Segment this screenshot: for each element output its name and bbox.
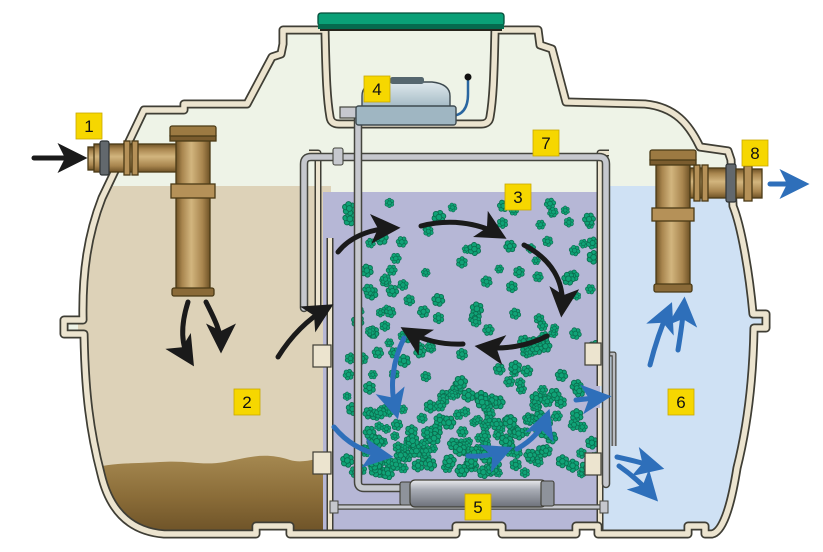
inlet-pipe [87,125,217,297]
callout-6-number: 6 [676,393,685,412]
aeration-flow-arrow-icon [465,444,513,473]
settle-down-arrow-icon [203,299,236,354]
callout-7: 7 [532,129,560,157]
transfer-up-arrow-icon [275,304,334,360]
circulation-arrow-icon [474,333,550,365]
callouts: 1 2 3 4 5 6 7 8 [75,75,769,521]
callout-3-number: 3 [513,188,522,207]
outlet-pipe [649,149,763,293]
circulation-arrow-icon [521,242,580,318]
media-particle-icon [555,454,570,469]
callout-3: 3 [504,183,532,211]
callout-6: 6 [667,388,695,416]
callout-4: 4 [363,75,391,103]
flow-arrows [31,143,810,502]
settle-down-arrow-icon [165,299,194,367]
pipe-union [332,147,344,166]
access-lid [317,12,505,31]
blower-base [355,105,457,126]
circulation-arrow-icon [335,213,401,255]
callout-1: 1 [75,112,103,140]
inlet-seal [99,140,110,176]
aeration-flow-arrow-icon [375,335,407,420]
sludge-layer [78,455,331,532]
media-particle-icon [379,320,391,332]
air-pipework [299,108,611,514]
callout-8: 8 [741,139,769,167]
circulation-arrow-icon [400,327,466,356]
media-particle-icon [572,291,582,301]
callout-2-number: 2 [242,393,251,412]
port-flow-arrow-icon [573,384,612,415]
media-particle-icon [421,426,434,440]
callout-8-number: 8 [750,144,759,163]
callout-2: 2 [233,388,261,416]
callout-5-number: 5 [473,498,482,517]
aeration-flow-arrow-icon [514,408,554,452]
callout-4-number: 4 [372,80,381,99]
clarifier-flow-arrow-icon [616,463,659,502]
rise-flow-arrow-icon [646,302,674,368]
media-particle-icon [384,197,395,209]
media-particle-icon [375,307,385,318]
circulation-arrow-icon [418,210,507,239]
aeration-flow-arrow-icon [331,424,394,468]
rise-flow-arrow-icon [667,296,698,353]
outlet-seal [725,163,737,203]
callout-1-number: 1 [84,117,93,136]
blower-handle [390,77,424,84]
clarifier-flow-arrow-icon [614,446,665,477]
cable-plug [464,73,472,81]
callout-5: 5 [464,493,492,521]
callout-7-number: 7 [541,134,550,153]
